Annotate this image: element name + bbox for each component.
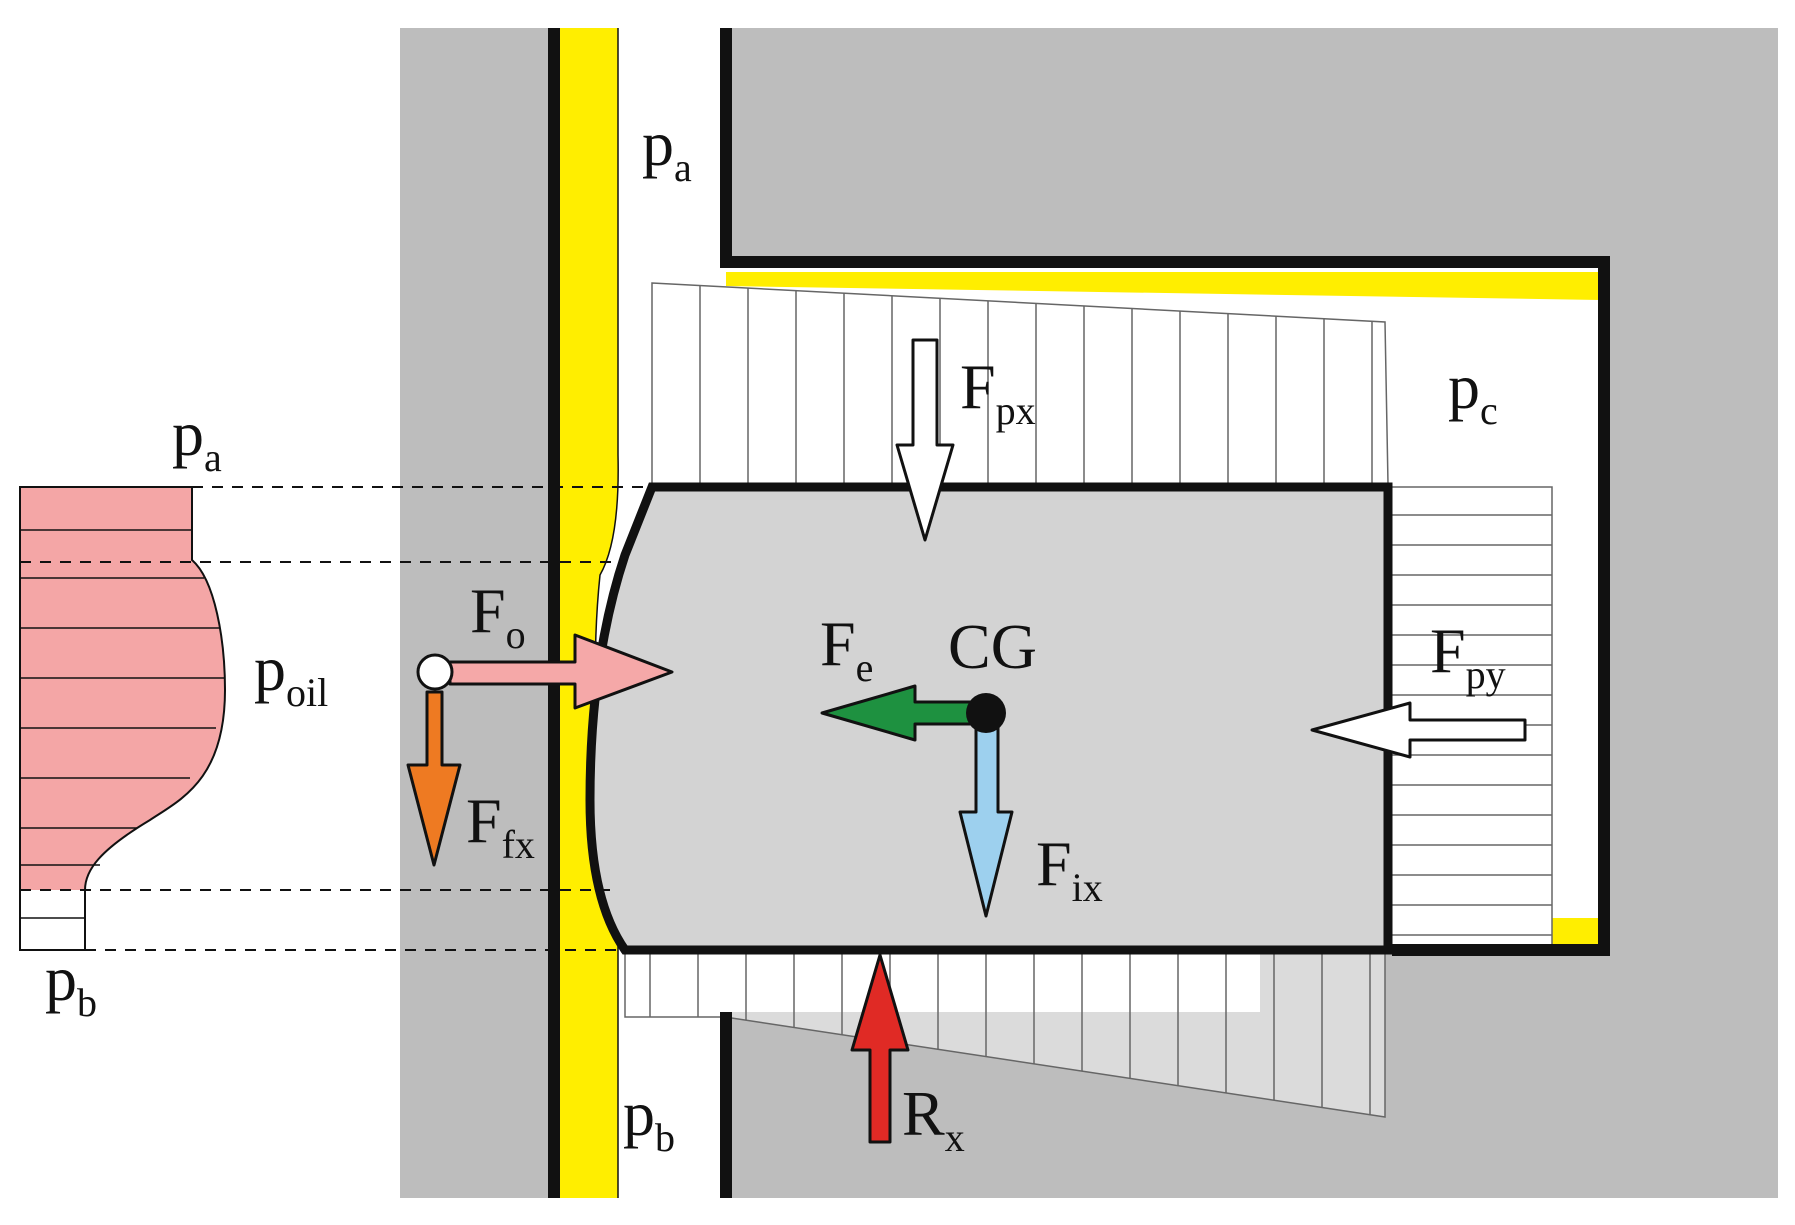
housing-outlines xyxy=(548,28,1610,1198)
label-Fo: Fo xyxy=(470,575,526,657)
label-Fe: Fe xyxy=(820,608,873,690)
oil-force-origin xyxy=(416,653,454,691)
force-arrow-Fpy xyxy=(1310,701,1527,759)
label-CG: CG xyxy=(948,611,1037,682)
label-poil: poil xyxy=(254,633,328,715)
label-pb-bottom: pb xyxy=(623,1078,675,1160)
right-pressure-distribution xyxy=(1389,486,1553,948)
dashed-guides xyxy=(20,486,652,951)
oil-pressure-profile xyxy=(19,486,227,951)
label-Fpy: Fpy xyxy=(1430,615,1506,697)
lower-pressure-distribution xyxy=(624,949,1386,1118)
force-arrow-Fe xyxy=(820,684,982,742)
label-Fpx: Fpx xyxy=(960,351,1036,433)
label-Rx: Rx xyxy=(902,1078,965,1160)
oil-film-top-wall xyxy=(726,272,1600,300)
housing-left-strip xyxy=(400,28,565,1198)
force-arrow-Fo xyxy=(448,633,674,710)
force-arrow-Ffx xyxy=(406,690,462,867)
force-arrow-Fpx xyxy=(895,338,955,542)
label-Fix: Fix xyxy=(1036,828,1103,910)
center-of-gravity xyxy=(966,693,1006,733)
upper-pressure-distribution xyxy=(651,282,1389,485)
label-pc: pc xyxy=(1448,351,1498,433)
label-pa-left: pa xyxy=(172,398,222,480)
label-pb-left: pb xyxy=(45,943,97,1025)
label-Ffx: Ffx xyxy=(466,785,535,867)
label-pa-top: pa xyxy=(642,108,692,190)
force-arrow-Rx xyxy=(850,953,910,1144)
